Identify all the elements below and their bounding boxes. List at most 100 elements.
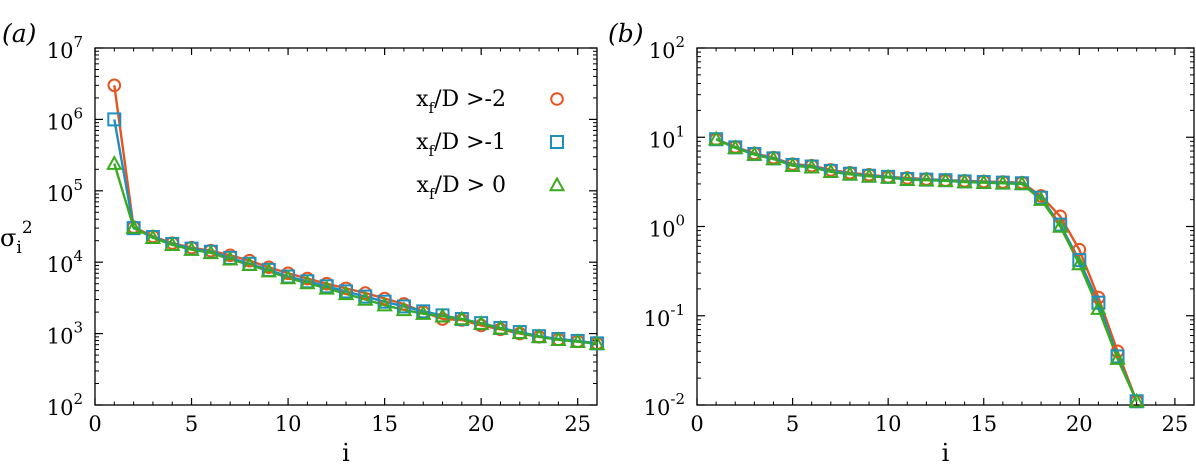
data-point [183, 241, 200, 256]
y-axis-label-sup: 2 [22, 218, 33, 238]
y-tick-base: 10 [47, 110, 74, 134]
data-point [164, 236, 181, 252]
x-tick-label: 0 [690, 412, 703, 436]
legend-marker [550, 135, 564, 149]
data-point [1013, 175, 1031, 191]
y-axis-label: σi2 [0, 218, 33, 258]
legend-label-sub: f [429, 185, 436, 203]
x-tick-label: 0 [88, 412, 101, 436]
data-point [299, 274, 316, 290]
legend-label-rest: /D >-2 [434, 87, 506, 112]
y-tick-base: 10 [649, 218, 676, 242]
data-point [396, 299, 411, 314]
data-point [279, 269, 297, 285]
x-tick-label: 20 [1066, 412, 1093, 436]
data-point [337, 285, 355, 301]
data-point [125, 219, 142, 234]
y-axis-label-main: σ [0, 224, 16, 252]
data-point [472, 315, 490, 330]
y-tick-label: 10-2 [644, 390, 685, 420]
x-tick-label: 10 [275, 412, 302, 436]
x-tick-label: 5 [185, 412, 198, 436]
y-tick-label: 107 [47, 33, 83, 63]
data-point [841, 165, 859, 181]
y-tick-exponent: -2 [670, 390, 685, 408]
y-tick-label: 100 [649, 212, 685, 242]
data-point [453, 310, 471, 326]
x-tick-label: 20 [468, 412, 495, 436]
x-tick-label: 25 [564, 412, 591, 436]
x-tick-label: 15 [970, 412, 997, 436]
y-tick-exponent: 2 [73, 390, 83, 408]
data-point [707, 130, 725, 146]
y-tick-label: 103 [47, 319, 83, 349]
series-line [715, 138, 1138, 402]
data-point [1071, 255, 1088, 271]
y-tick-exponent: 2 [675, 33, 685, 51]
plot-frame [696, 47, 1195, 406]
data-point [1051, 217, 1069, 233]
data-point [784, 157, 801, 172]
data-point [975, 174, 992, 189]
y-tick-base: 10 [644, 307, 671, 331]
data-point [492, 319, 509, 335]
data-point [260, 262, 277, 278]
data-point [434, 307, 451, 323]
data-point [822, 163, 840, 179]
data-point [1109, 350, 1126, 365]
legend-label-main: x [417, 173, 430, 198]
data-point [376, 296, 393, 312]
data-point [1053, 209, 1067, 224]
data-point [202, 244, 220, 260]
y-tick-exponent: 6 [73, 104, 83, 122]
y-tick-label: 104 [47, 247, 83, 277]
panel-label: (a) [2, 19, 36, 48]
x-axis-label: i [942, 439, 950, 467]
data-point [994, 174, 1012, 190]
y-tick-exponent: 4 [73, 247, 83, 265]
data-point [1072, 253, 1087, 268]
data-point [395, 301, 413, 317]
legend-label-rest: /D >-1 [434, 130, 506, 155]
y-tick-base: 10 [47, 39, 74, 63]
y-tick-exponent: 7 [73, 33, 83, 51]
data-point [803, 158, 820, 174]
x-tick-label: 10 [875, 412, 902, 436]
data-point [241, 256, 258, 271]
y-tick-exponent: 1 [675, 122, 685, 140]
data-point [1032, 191, 1050, 206]
data-point [588, 335, 606, 350]
x-tick-label: 15 [371, 412, 398, 436]
legend-label-sub: f [429, 99, 436, 117]
data-point [937, 172, 954, 188]
data-point [106, 155, 123, 170]
y-tick-base: 10 [649, 128, 676, 152]
data-point [746, 145, 763, 161]
data-point [358, 289, 373, 304]
data-point [569, 333, 586, 348]
panel-label: (b) [608, 19, 644, 48]
y-tick-label: 105 [47, 176, 83, 206]
data-point [550, 331, 567, 346]
data-point [765, 150, 782, 166]
data-point [860, 167, 878, 183]
data-point [221, 250, 239, 266]
data-point [318, 279, 335, 295]
y-tick-label: 102 [47, 390, 83, 420]
data-point [107, 112, 122, 127]
data-point [918, 171, 935, 187]
data-point [107, 78, 122, 93]
series-line [113, 85, 598, 345]
y-tick-exponent: 5 [73, 176, 83, 194]
y-tick-base: 10 [47, 253, 74, 277]
data-point [530, 328, 548, 344]
legend-label-rest: /D > 0 [435, 173, 506, 198]
y-tick-base: 10 [644, 396, 671, 420]
plot-frame [94, 47, 598, 406]
legend-label: xf/D >-1 [416, 130, 506, 160]
y-tick-exponent: 0 [675, 212, 685, 230]
data-point [727, 139, 744, 155]
y-tick-label: 10-1 [644, 301, 685, 331]
legend-marker [550, 92, 564, 106]
legend-label: xf/D >-2 [416, 87, 506, 117]
